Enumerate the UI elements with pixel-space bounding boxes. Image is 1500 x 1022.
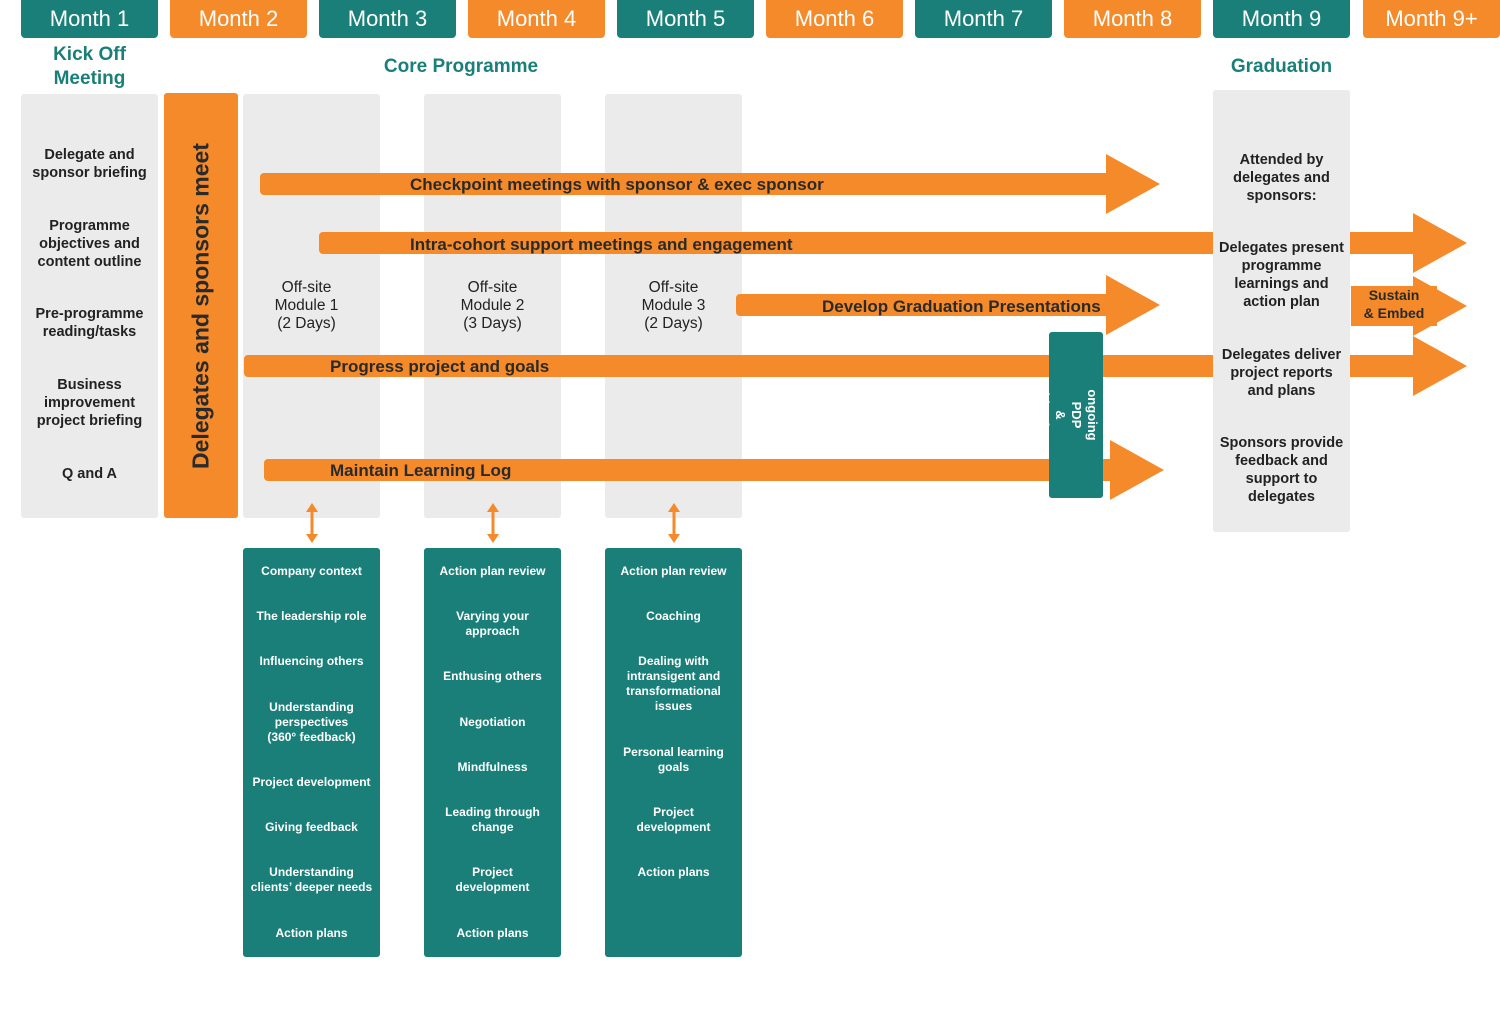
progress-arrow-tail — [1350, 355, 1415, 377]
topic-item: Project development — [636, 805, 711, 834]
core-programme-title: Core Programme — [383, 56, 539, 77]
delegates-sponsors-meet-label: Delegates and sponsors meet — [187, 142, 214, 469]
topic-item: Action plans — [275, 926, 348, 940]
topic-item: Personal learning goals — [623, 745, 724, 774]
intra-cohort-label: Intra-cohort support meetings and engage… — [410, 235, 793, 254]
topic-item: Action plan review — [620, 564, 727, 578]
kickoff-item: Programme objectives and content outline — [37, 218, 142, 270]
checkpoint-arrow-shaft — [260, 173, 1108, 195]
month-5-header: Month 5 — [617, 0, 754, 38]
graduation-item: Attended by delegates and sponsors: — [1233, 152, 1330, 204]
kickoff-item: Pre-programme reading/tasks — [35, 306, 144, 340]
checkpoint-arrow-head — [1106, 154, 1160, 214]
progress-arrow-shaft — [244, 355, 1415, 377]
month-9-header: Month 9 — [1213, 0, 1350, 38]
month-6-header: Month 6 — [766, 0, 903, 38]
topic-item: Varying your approach — [456, 609, 529, 638]
intra-cohort-arrow-tail — [1350, 232, 1415, 254]
link-pdp-label: Link to ongoing PDP & Objectives — [1037, 382, 1116, 448]
month-2-header: Month 2 — [170, 0, 307, 38]
graduation-presentations-label: Develop Graduation Presentations — [822, 297, 1101, 316]
month-8-header: Month 8 — [1064, 0, 1201, 38]
checkpoint-label: Checkpoint meetings with sponsor & exec … — [410, 175, 824, 194]
topic-item: Action plans — [637, 865, 710, 879]
graduation-panel — [1213, 90, 1350, 532]
module-3-topics: Action plan review Coaching Dealing with… — [605, 548, 742, 957]
month-7-header: Month 7 — [915, 0, 1052, 38]
topic-item: Leading through change — [445, 805, 540, 834]
kickoff-item: Q and A — [61, 466, 118, 482]
module-2-column — [424, 94, 561, 518]
module-1-topics: Company context The leadership role Infl… — [243, 548, 380, 957]
month-3-header: Month 3 — [319, 0, 456, 38]
graduation-title: Graduation — [1230, 56, 1333, 77]
topic-item: Company context — [261, 564, 362, 578]
learning-log-arrow-shaft — [264, 459, 1112, 481]
graduation-item: Delegates deliver project reports and pl… — [1221, 347, 1342, 399]
topic-item: Dealing with intransigent and transforma… — [626, 654, 721, 713]
topic-item: Project development — [455, 865, 530, 894]
module-1-column — [243, 94, 380, 518]
topic-item: Influencing others — [259, 654, 364, 668]
intra-cohort-arrow-shaft — [319, 232, 1415, 254]
kickoff-title: Kick Off Meeting — [53, 44, 126, 89]
graduation-item: Delegates present programme learnings an… — [1219, 240, 1344, 310]
module-1-connector-arrow — [306, 503, 318, 543]
kickoff-column — [21, 94, 158, 518]
topic-item: Understanding perspectives (360° feedbac… — [267, 700, 356, 744]
kickoff-item: Delegate and sponsor briefing — [32, 147, 147, 181]
month-9plus-header: Month 9+ — [1363, 0, 1500, 38]
kickoff-item: Business improvement project briefing — [36, 377, 143, 429]
topic-item: Action plan review — [439, 564, 546, 578]
learning-log-arrow-head — [1110, 440, 1164, 500]
topic-item: Action plans — [456, 926, 529, 940]
month-1-header: Month 1 — [21, 0, 158, 38]
module-2-topics: Action plan review Varying your approach… — [424, 548, 561, 957]
progress-label: Progress project and goals — [330, 357, 550, 376]
topic-item: Enthusing others — [443, 669, 542, 683]
module-3-connector-arrow — [668, 503, 680, 543]
topic-item: Understanding clients’ deeper needs — [250, 865, 373, 894]
graduation-item: Sponsors provide feedback and support to… — [1219, 435, 1344, 505]
link-pdp-box: Link to ongoing PDP & Objectives — [1037, 332, 1116, 498]
month-4-header: Month 4 — [468, 0, 605, 38]
module-1-label: Off-site Module 1 (2 Days) — [274, 279, 339, 332]
graduation-presentations-arrow-shaft — [736, 294, 1108, 316]
topic-item: Mindfulness — [457, 760, 528, 774]
learning-log-label: Maintain Learning Log — [330, 461, 512, 480]
topic-item: Project development — [252, 775, 371, 789]
progress-arrow-head — [1413, 336, 1467, 396]
graduation-presentations-arrow-head — [1106, 275, 1160, 335]
topic-item: Giving feedback — [265, 820, 358, 834]
delegates-sponsors-meet-bar: Delegates and sponsors meet — [164, 93, 238, 518]
intra-cohort-arrow-head — [1413, 213, 1467, 273]
module-3-column — [605, 94, 742, 518]
module-2-label: Off-site Module 2 (3 Days) — [460, 279, 525, 332]
module-2-connector-arrow — [487, 503, 499, 543]
sustain-embed-label: Sustain & Embed — [1351, 286, 1437, 326]
topic-item: Negotiation — [459, 715, 526, 729]
module-3-label: Off-site Module 3 (2 Days) — [641, 279, 706, 332]
topic-item: The leadership role — [256, 609, 367, 623]
topic-item: Coaching — [646, 609, 701, 623]
